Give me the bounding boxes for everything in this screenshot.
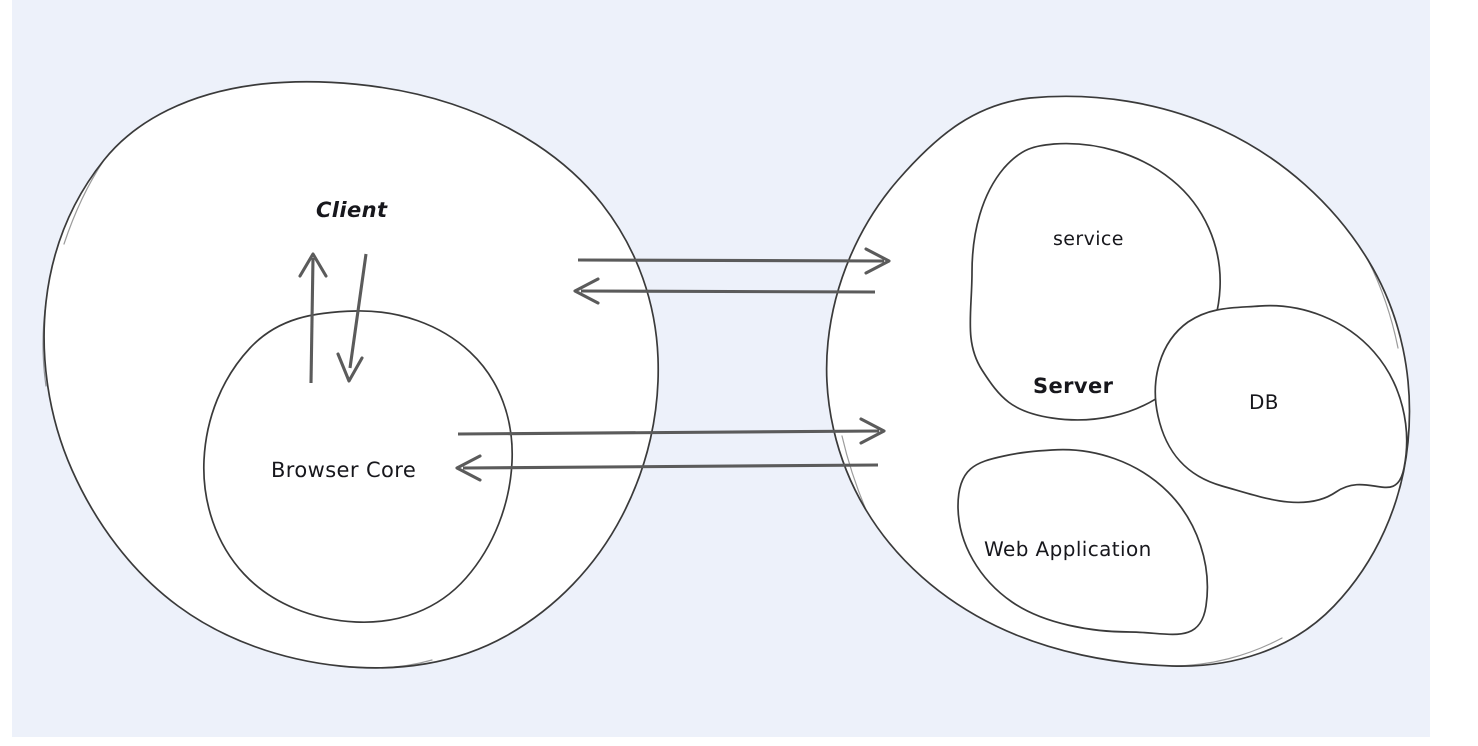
browser-core-shape[interactable]: [202, 310, 514, 624]
client-label: Client: [316, 198, 388, 222]
db-shape[interactable]: [1154, 304, 1408, 504]
arrow-client-to-server[interactable]: [577, 247, 891, 275]
server-boundary-wobble: [841, 259, 1399, 667]
arrow-server-to-client[interactable]: [573, 277, 876, 305]
service-shape[interactable]: [969, 142, 1221, 421]
client-boundary-wobble: [42, 159, 433, 669]
db-label: DB: [1249, 390, 1279, 414]
web-application-label: Web Application: [984, 537, 1152, 561]
web-application-shape[interactable]: [957, 448, 1209, 636]
arrow-server-to-browser-core[interactable]: [455, 454, 879, 482]
browser-core-label: Browser Core: [271, 458, 417, 482]
service-label: service: [1053, 228, 1124, 250]
arrow-browser-core-to-server[interactable]: [457, 417, 886, 445]
arrow-browser-core-to-client[interactable]: [298, 252, 328, 384]
server-label: Server: [1033, 374, 1114, 398]
arrow-client-to-browser-core[interactable]: [336, 253, 368, 383]
